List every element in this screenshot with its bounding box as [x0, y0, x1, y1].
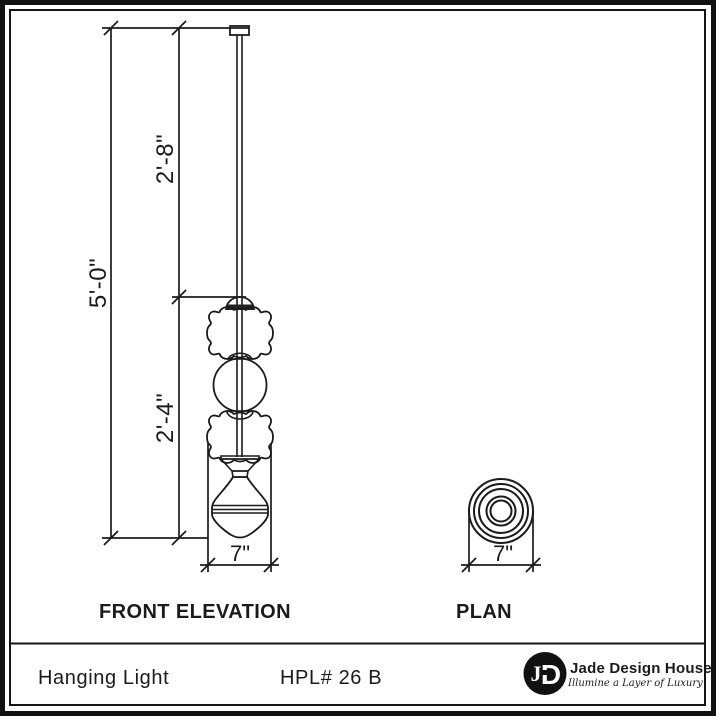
plan-label: PLAN — [455, 601, 513, 623]
dimension-overall-drop: 5'-0" — [85, 257, 112, 309]
dimension-rod-length: 2'-8" — [152, 133, 179, 185]
product-name: Hanging Light — [38, 667, 170, 689]
dimension-fixture-height: 2'-4" — [152, 392, 179, 444]
glass-shade — [211, 476, 269, 539]
shade-fitter — [219, 455, 261, 478]
product-code: HPL# 26 B — [280, 667, 383, 689]
connector-cup-upper — [226, 352, 254, 360]
dimension-fixture-width: 7" — [229, 541, 251, 566]
brand-logo: J D — [523, 652, 567, 695]
plan-circles — [468, 478, 534, 544]
front-elevation-label: FRONT ELEVATION — [99, 601, 291, 623]
scallop-ornament-upper — [206, 306, 274, 360]
elevation-dimensions — [102, 20, 279, 573]
sphere-ornament — [212, 357, 268, 413]
logo-monogram-j: J — [531, 661, 542, 686]
brand-name: Jade Design House — [570, 660, 712, 677]
ceiling-mount — [229, 25, 250, 36]
dimension-plan-diameter: 7" — [492, 541, 514, 566]
brand-tagline: Illumine a Layer of Luxury — [568, 678, 703, 689]
plan-dimensions — [461, 511, 541, 573]
connector-cup-lower — [226, 410, 254, 420]
hanging-rod — [236, 35, 243, 457]
elevation-fixture — [206, 25, 274, 539]
